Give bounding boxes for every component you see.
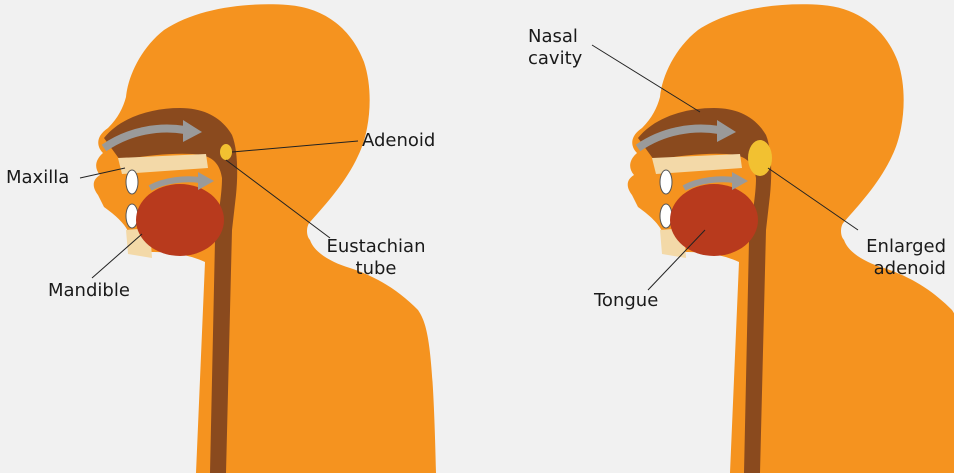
enlarged-tongue bbox=[670, 184, 758, 256]
label-eustachian-tube: Eustachian tube bbox=[318, 236, 434, 280]
normal-lower-tooth bbox=[126, 204, 138, 228]
enlarged-adenoid bbox=[748, 140, 772, 176]
normal-tongue bbox=[136, 184, 224, 256]
label-tongue: Tongue bbox=[594, 290, 658, 312]
label-maxilla: Maxilla bbox=[6, 167, 69, 189]
label-adenoid: Adenoid bbox=[362, 130, 435, 152]
leader-line-mandible bbox=[92, 234, 142, 278]
label-mandible: Mandible bbox=[48, 280, 130, 302]
enlarged-lower-tooth bbox=[660, 204, 672, 228]
normal-upper-tooth bbox=[126, 170, 138, 194]
label-enlarged-adenoid: Enlarged adenoid bbox=[836, 236, 946, 280]
label-nasal-cavity: Nasal cavity bbox=[528, 26, 582, 70]
normal-adenoid bbox=[220, 144, 232, 160]
enlarged-upper-tooth bbox=[660, 170, 672, 194]
